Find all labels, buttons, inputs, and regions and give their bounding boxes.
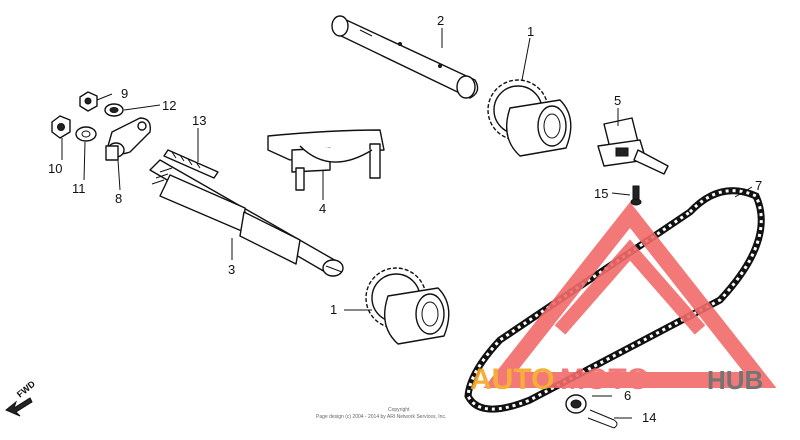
bolt-part-15 <box>630 185 642 206</box>
callout-13: 13 <box>192 113 206 128</box>
roller-part-6 <box>565 394 587 414</box>
shaft-part-2 <box>331 15 479 99</box>
copyright-line-2: Page design (c) 2004 - 2014 by ARI Netwo… <box>316 414 446 420</box>
sprocket-part-1-bottom <box>365 267 450 345</box>
callout-15: 15 <box>594 186 608 201</box>
callout-9: 9 <box>121 86 128 101</box>
fwd-arrow-icon: FWD <box>5 378 38 417</box>
chain-part-7 <box>464 187 765 413</box>
callout-7: 7 <box>755 178 762 193</box>
callout-11: 11 <box>72 181 86 196</box>
tensioner-part-5 <box>597 117 669 175</box>
shift-fork-part-4 <box>267 129 385 191</box>
callout-1b: 1 <box>330 302 337 317</box>
washer-part-11 <box>75 126 97 142</box>
callout-14: 14 <box>642 410 656 425</box>
watermark-logo: AUTO MOTO HUB <box>470 202 777 396</box>
callout-6: 6 <box>624 388 631 403</box>
callout-8: 8 <box>115 191 122 206</box>
watermark-moto: MOTO <box>560 363 649 396</box>
callout-1a: 1 <box>527 24 534 39</box>
watermark-auto: AUTO <box>470 363 554 396</box>
pin-part-13 <box>163 149 219 179</box>
nut-part-10 <box>51 115 71 139</box>
callout-4: 4 <box>319 201 326 216</box>
arm-part-8 <box>105 117 151 161</box>
washer-part-12 <box>104 103 124 117</box>
callout-5: 5 <box>614 93 621 108</box>
clip-part-14 <box>587 409 618 429</box>
sprocket-part-1-top <box>487 79 572 157</box>
leader-lines <box>61 28 753 419</box>
main-shaft-part-3 <box>149 159 344 277</box>
copyright-line-1: Copyright <box>388 407 410 413</box>
nut-part-9 <box>79 91 98 112</box>
callout-12: 12 <box>162 98 176 113</box>
callout-3: 3 <box>228 262 235 277</box>
callout-10: 10 <box>48 161 62 176</box>
fwd-label: FWD <box>15 378 38 399</box>
watermark-hub: HUB <box>707 365 763 395</box>
callout-2: 2 <box>437 13 444 28</box>
